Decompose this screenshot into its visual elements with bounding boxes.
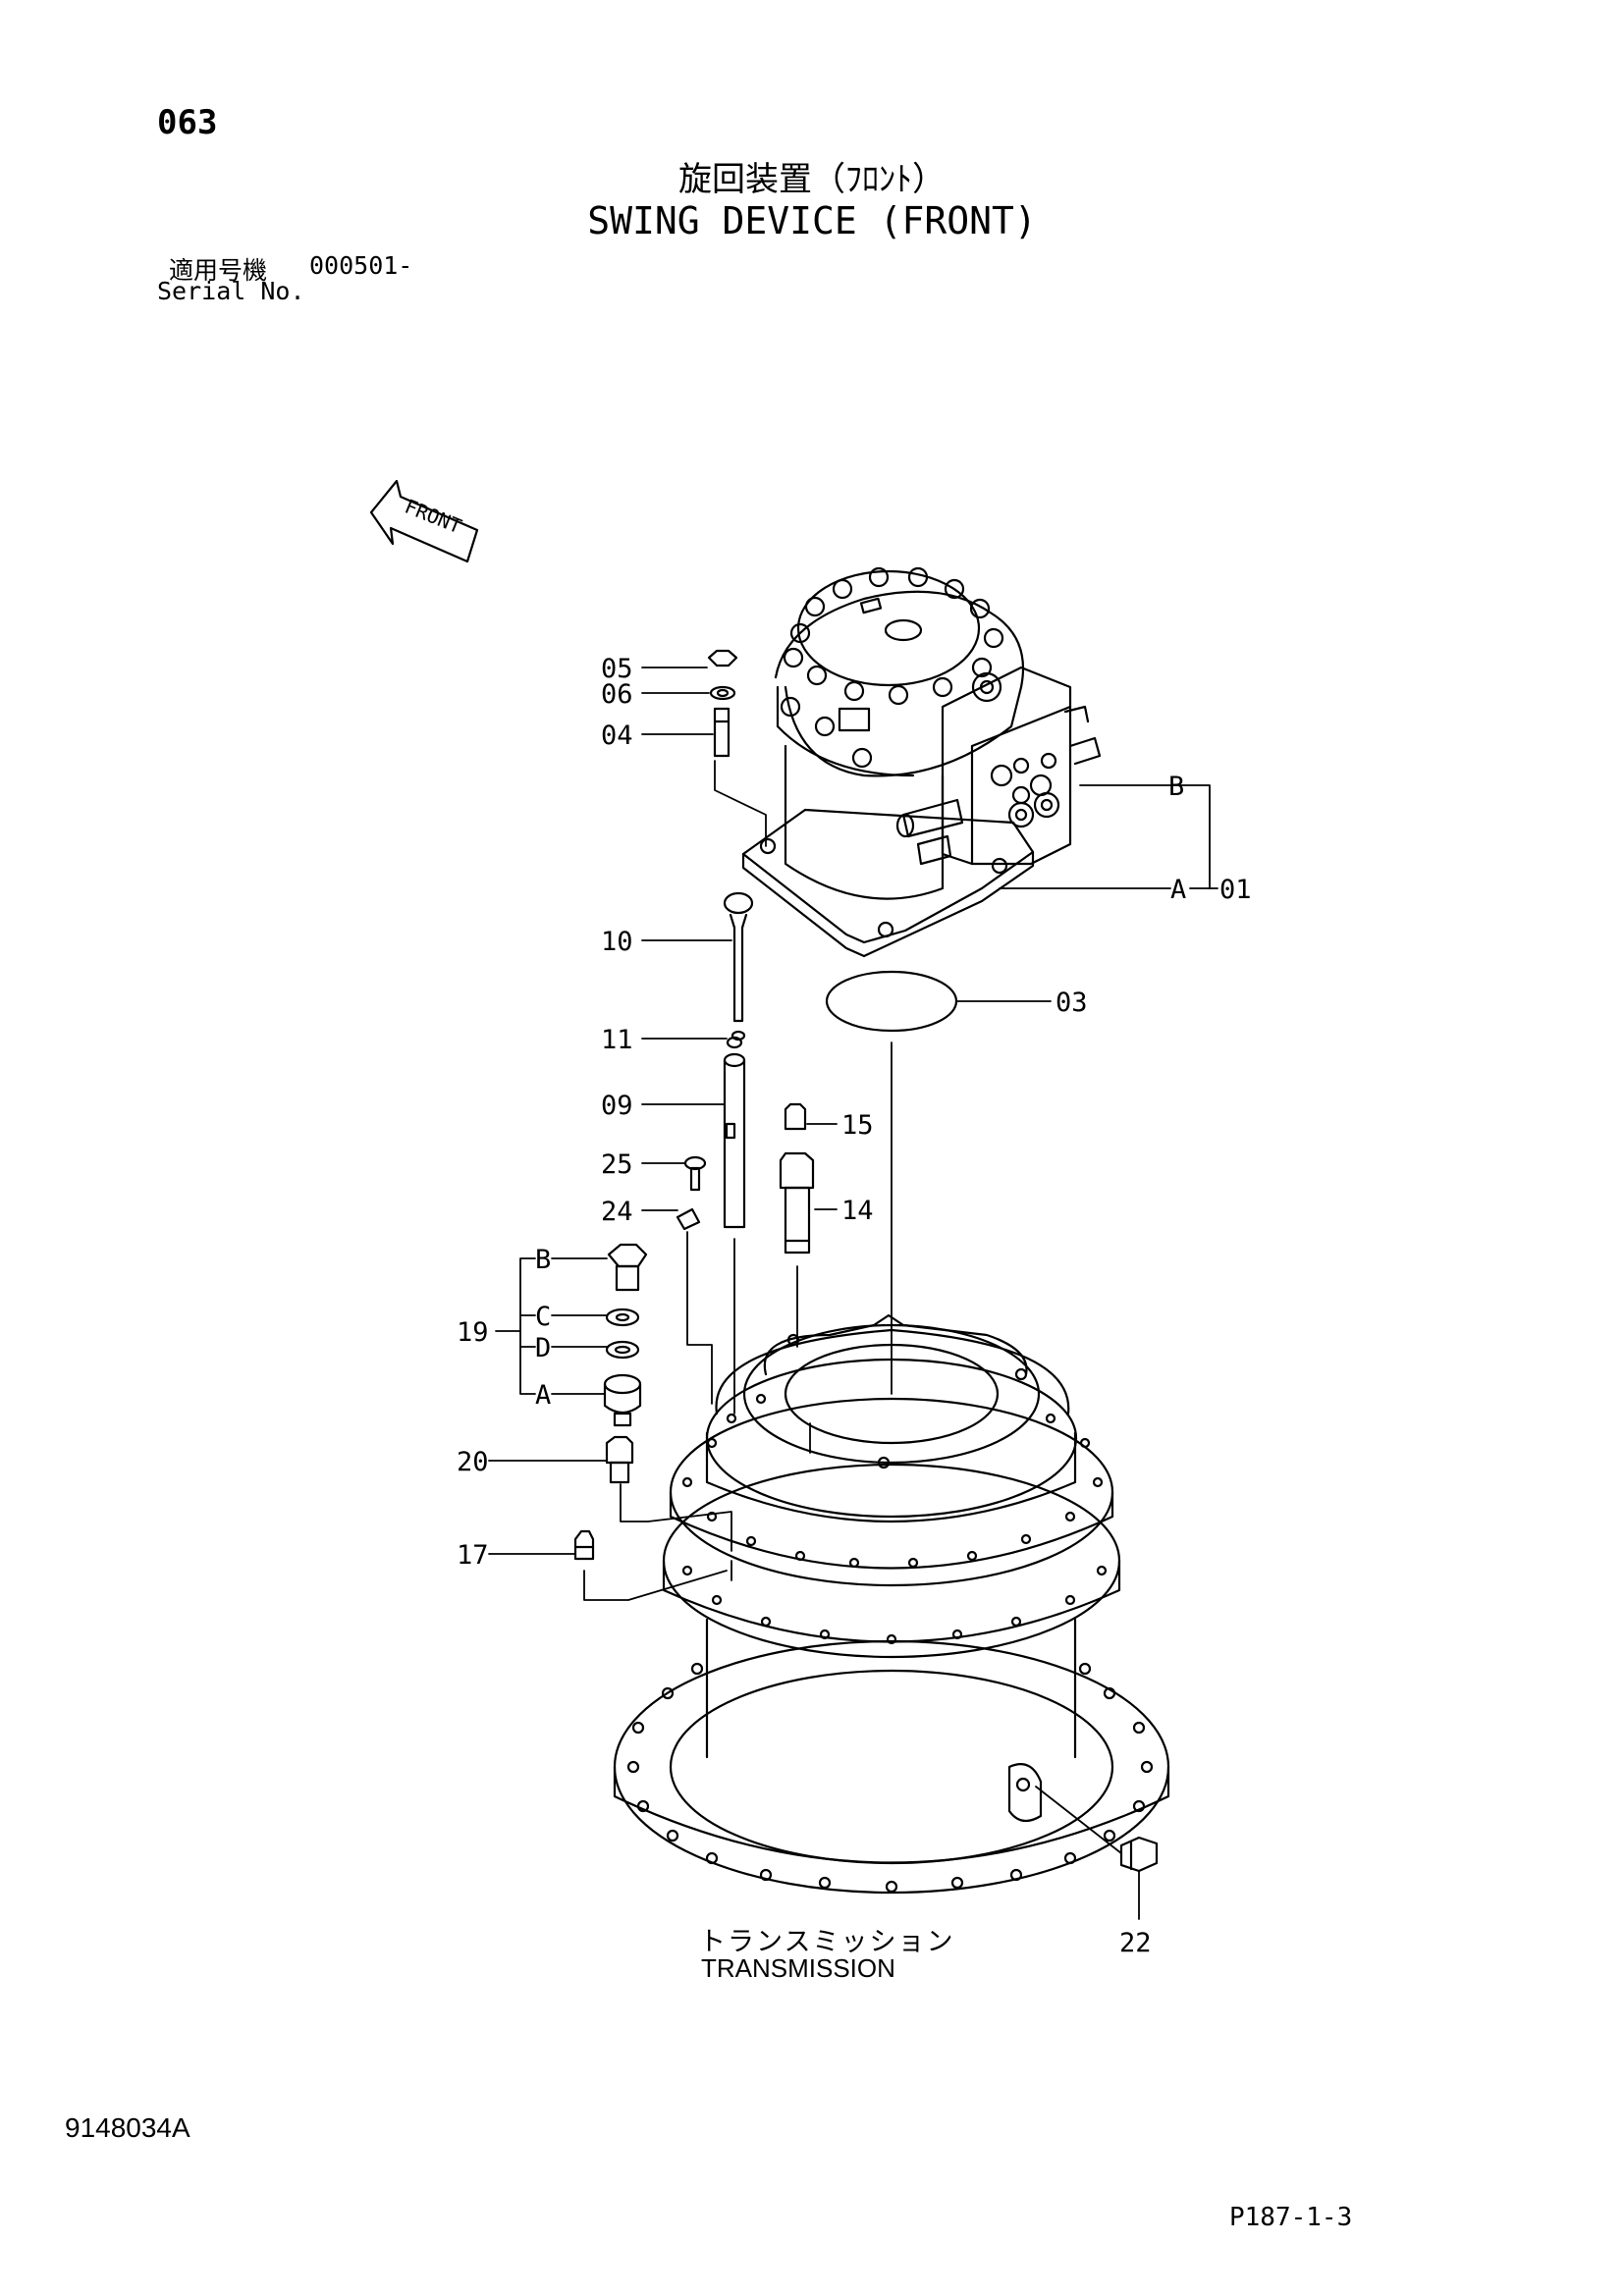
serial-value: 000501- — [309, 251, 413, 280]
transmission-label-japanese: トランスミッション — [699, 1927, 955, 1957]
callout-19-c: C — [535, 1302, 551, 1332]
callout-19-d: D — [535, 1333, 551, 1363]
head-bolts — [780, 566, 1004, 769]
title-english: SWING DEVICE (FRONT) — [587, 199, 1037, 242]
callout-19: 19 — [457, 1317, 489, 1348]
stud-nut-washer — [707, 649, 738, 758]
leader-lines — [488, 667, 1218, 1920]
callout-19-a: A — [535, 1380, 551, 1411]
callout-25: 25 — [601, 1149, 633, 1180]
bolt-holes — [681, 1393, 1108, 1645]
title-japanese: 旋回装置（ﾌﾛﾝﾄ） — [678, 160, 946, 199]
swing-motor-assembly — [741, 566, 1102, 958]
bolt-set-19 — [603, 1243, 648, 1427]
plug-22 — [1119, 1836, 1159, 1873]
callout-03: 03 — [1056, 988, 1088, 1018]
transmission-housing — [613, 1313, 1170, 1895]
page-number: 063 — [157, 103, 218, 142]
callout-20: 20 — [457, 1447, 489, 1477]
drawing-number: 9148034A — [65, 2112, 190, 2143]
callout-01: 01 — [1219, 875, 1252, 905]
callout-01-a: A — [1170, 875, 1186, 905]
callout-01-b: B — [1168, 772, 1184, 802]
callout-15: 15 — [841, 1110, 874, 1141]
callout-24: 24 — [601, 1197, 633, 1227]
base-flange-holes — [626, 1662, 1154, 1894]
callout-labels: 05 06 04 B A 01 10 03 11 09 15 25 14 24 … — [457, 654, 1252, 1958]
serial-label-english: Serial No. — [157, 277, 305, 305]
front-arrow-icon: FRONT — [369, 479, 479, 563]
callout-11: 11 — [601, 1025, 633, 1055]
callout-06: 06 — [601, 679, 633, 710]
callout-04: 04 — [601, 721, 633, 751]
callout-09: 09 — [601, 1091, 633, 1121]
callout-14: 14 — [841, 1196, 874, 1226]
transmission-label-english: TRANSMISSION — [701, 1953, 895, 1983]
page-reference: P187-1-3 — [1229, 2203, 1353, 2232]
fittings-20-17 — [573, 1435, 634, 1561]
callout-19-b: B — [535, 1245, 551, 1275]
pipe-09 — [723, 1036, 746, 1229]
o-ring-03 — [825, 970, 958, 1033]
callout-05: 05 — [601, 654, 633, 684]
serial-label-japanese: 適用号機 — [169, 256, 268, 285]
callout-17: 17 — [457, 1540, 489, 1571]
screw-25-clip-24 — [676, 1155, 707, 1231]
front-arrow-label: FRONT — [402, 495, 465, 539]
plug-15-adapter-14 — [779, 1102, 815, 1255]
level-gauge-10 — [723, 891, 754, 1041]
callout-10: 10 — [601, 927, 633, 957]
callout-22: 22 — [1119, 1928, 1152, 1958]
